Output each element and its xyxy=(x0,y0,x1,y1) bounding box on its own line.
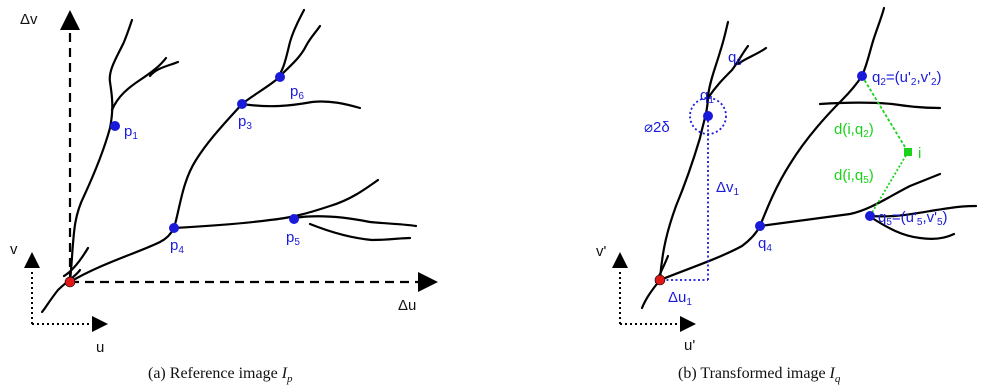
point-q2 xyxy=(857,71,867,81)
point-q4 xyxy=(755,221,765,231)
point-q5 xyxy=(865,211,875,221)
vessel-branch-p1-right2 xyxy=(148,60,180,78)
label-q6: q6 xyxy=(728,49,742,68)
label-p1: p1 xyxy=(124,123,138,142)
vessel-q6-right xyxy=(736,46,768,66)
label-p3: p3 xyxy=(238,113,252,132)
label-q5: q5=(u'5,v'5) xyxy=(878,209,948,228)
label-dist-q5: d(i,q5) xyxy=(834,167,874,186)
delta-v-arrow-icon xyxy=(60,10,80,30)
u-prime-arrow-icon xyxy=(680,316,696,332)
vessel-q5-down xyxy=(870,216,956,240)
origin-point xyxy=(64,276,76,288)
vessel-lower-left-spur xyxy=(62,246,90,278)
label-dist-q2: d(i,q2) xyxy=(834,121,874,140)
vessel-trunk xyxy=(68,18,134,284)
panel-a: Δv Δu v u xyxy=(10,8,438,385)
point-q1 xyxy=(703,111,713,121)
u-prime-label: u' xyxy=(684,337,695,354)
panel-b: v' u' q xyxy=(596,6,978,385)
label-delta-u1: Δu1 xyxy=(668,289,692,308)
vessel-q2-up xyxy=(860,6,886,78)
v-prime-label: v' xyxy=(596,243,607,260)
point-p4 xyxy=(169,223,179,233)
u-label: u xyxy=(96,339,104,356)
label-tolerance: ⌀2δ xyxy=(644,119,670,136)
vessel-q4-up xyxy=(758,74,864,228)
vessel-q1-right xyxy=(706,44,750,100)
label-q4: q4 xyxy=(758,235,772,254)
label-p6: p6 xyxy=(290,83,304,102)
vessel-p4-right xyxy=(172,178,380,230)
v-arrow-icon xyxy=(24,252,40,268)
u-arrow-icon xyxy=(92,316,108,332)
v-label: v xyxy=(10,241,18,258)
vessel-p6-right xyxy=(276,24,322,80)
vessel-q5-right xyxy=(868,204,978,218)
vessel-trunk-b xyxy=(658,20,730,282)
vessel-p5-right xyxy=(292,215,418,228)
vessel-p5-down xyxy=(308,222,412,242)
vessel-q2-branch xyxy=(818,101,942,110)
vessel-branch-p1-right xyxy=(110,56,168,112)
point-i xyxy=(904,148,912,156)
vessel-p3-up xyxy=(240,8,306,106)
delta-u-arrow-icon xyxy=(418,272,438,292)
origin-point-b xyxy=(654,274,666,286)
vessel-p3-right xyxy=(240,100,362,110)
vessel-p4-up xyxy=(172,102,244,230)
point-p3 xyxy=(237,99,247,109)
caption-b: (b) Transformed image Iq xyxy=(678,365,841,385)
label-p4: p4 xyxy=(170,237,184,256)
distance-line-q5 xyxy=(869,151,909,217)
vessel-tree-b xyxy=(640,6,978,310)
vessel-tree-a xyxy=(40,8,418,314)
v-prime-arrow-icon xyxy=(612,252,628,268)
caption-a: (a) Reference image Ip xyxy=(148,365,293,385)
delta-u-label: Δu xyxy=(398,297,416,314)
point-p6 xyxy=(275,72,285,82)
label-q2: q2=(u'2,v'2) xyxy=(872,69,942,88)
delta-v-label: Δv xyxy=(20,11,38,28)
label-point-i: i xyxy=(918,145,921,162)
vessel-branch-lower-left xyxy=(40,268,82,314)
vessel-to-p4 xyxy=(68,226,176,284)
label-p5: p5 xyxy=(286,229,300,248)
vessel-q4-right xyxy=(758,172,942,228)
point-p1 xyxy=(110,121,120,131)
vessel-to-q4 xyxy=(658,224,762,282)
label-q1: q1 xyxy=(700,87,714,106)
label-delta-v1: Δv1 xyxy=(716,179,740,198)
point-p5 xyxy=(289,214,299,224)
